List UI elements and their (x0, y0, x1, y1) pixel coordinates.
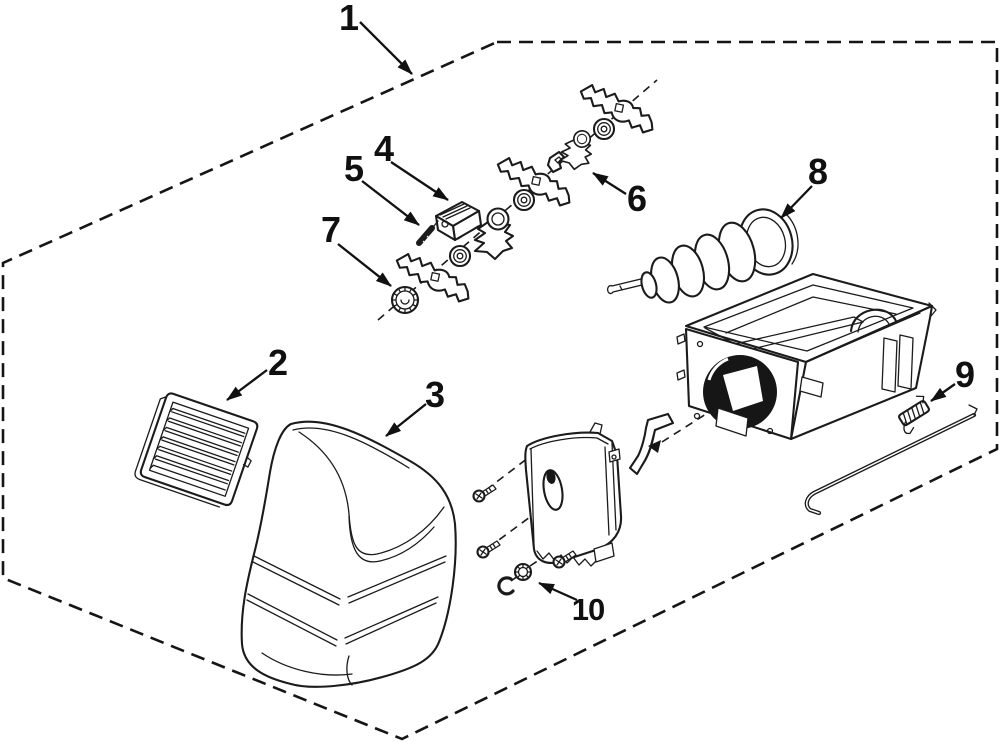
part-bracket (628, 412, 675, 476)
assembly-boundary-outline (1, 40, 999, 741)
callout-5-label: 5 (344, 148, 364, 189)
part-c-clip (497, 576, 515, 596)
bucket-foot (715, 407, 749, 437)
part-washer (513, 562, 533, 582)
callout-6-label: 6 (627, 178, 647, 219)
part-vent-grille (134, 392, 259, 508)
part-pin (416, 220, 439, 246)
bucket-foot (897, 334, 914, 390)
callout-1: 1 (339, 0, 413, 75)
callout-3-label: 3 (425, 374, 445, 415)
callout-10: 10 (538, 581, 605, 627)
callout-2-label: 2 (268, 342, 288, 383)
callout-7-label: 7 (321, 209, 341, 250)
part-spring (898, 395, 930, 435)
ice-bucket (676, 272, 937, 441)
blade-clip (546, 150, 566, 174)
callout-4-label: 4 (374, 128, 394, 169)
callout-4: 4 (374, 128, 449, 201)
part-auger (606, 208, 799, 304)
callout-8-label: 8 (808, 151, 828, 192)
part-bearing-cap (390, 285, 420, 315)
part-front-cover (240, 420, 457, 688)
grille-slats (149, 407, 246, 491)
lever-rod (804, 404, 978, 516)
callout-2: 2 (226, 342, 288, 401)
callout-1-label: 1 (339, 0, 359, 38)
mounting-screw (476, 539, 502, 559)
bucket-foot (799, 376, 824, 398)
mounting-screw (472, 483, 498, 503)
callout-3: 3 (385, 374, 445, 437)
callout-10-label: 10 (572, 592, 604, 627)
part-blade-stack (391, 78, 661, 307)
callout-9-label: 9 (955, 354, 975, 395)
callout-8: 8 (780, 151, 828, 219)
part-bearing-block (434, 200, 483, 242)
motor-housing (524, 422, 623, 567)
bucket-foot (881, 337, 898, 393)
callout-7: 7 (321, 209, 392, 287)
callouts: 1 2 3 4 5 6 7 8 (226, 0, 975, 627)
callout-6: 6 (592, 172, 647, 219)
callout-9: 9 (930, 354, 975, 402)
callout-5: 5 (344, 148, 420, 226)
